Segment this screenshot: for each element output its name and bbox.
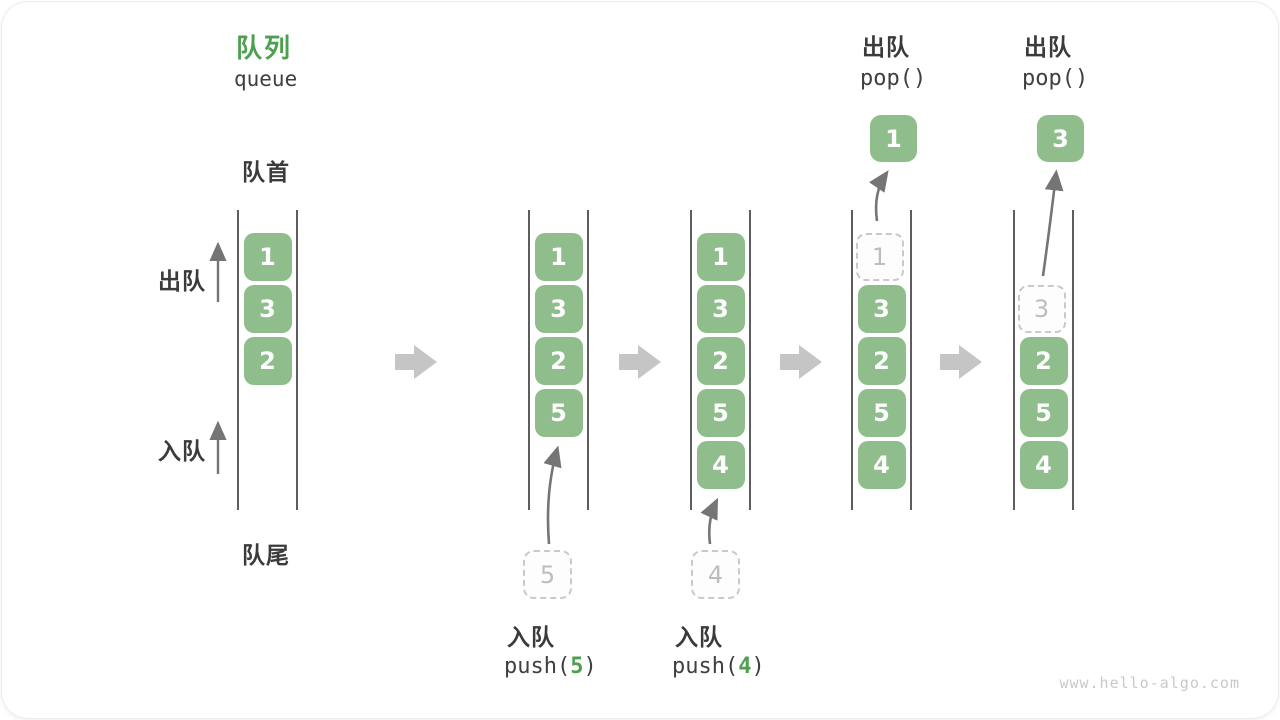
column-rail: [1072, 210, 1074, 510]
push1-arg: 5: [570, 654, 584, 679]
queue-cell: 3: [243, 285, 292, 333]
column-rail: [296, 210, 298, 510]
column-rail: [587, 210, 589, 510]
column-rail: [749, 210, 751, 510]
column-rail: [690, 210, 692, 510]
push2-ghost-box: 4: [691, 550, 740, 599]
push1-label-zh: 入队: [507, 624, 555, 650]
pop2-label-code: pop(): [1022, 66, 1089, 91]
pop2-value-box: 3: [1037, 115, 1084, 162]
column-rail: [237, 210, 239, 510]
queue-cell: 2: [696, 337, 745, 385]
queue-cell: 5: [857, 389, 906, 437]
queue-cell: 5: [696, 389, 745, 437]
label-queue-front: 队首: [242, 159, 290, 185]
queue-cell-ghost: 3: [1017, 285, 1066, 333]
column-rail: [910, 210, 912, 510]
title-zh: 队列: [236, 33, 293, 63]
push1-ghost-box: 5: [523, 550, 572, 599]
queue-cell: 2: [857, 337, 906, 385]
pop1-label-code: pop(): [860, 66, 927, 91]
queue-cell: 3: [534, 285, 583, 333]
queue-cell: 5: [534, 389, 583, 437]
push2-label-zh: 入队: [675, 624, 723, 650]
title-en: queue: [234, 67, 298, 91]
column-rail: [528, 210, 530, 510]
queue-cell: 5: [1019, 389, 1068, 437]
pop1-label-zh: 出队: [862, 34, 910, 60]
label-dequeue-side: 出队: [158, 268, 206, 294]
pop1-value-box: 1: [870, 115, 917, 162]
push1-label-code: push(5): [504, 654, 597, 679]
queue-cell: 4: [696, 441, 745, 489]
queue-cell: 2: [534, 337, 583, 385]
pop2-label-zh: 出队: [1024, 34, 1072, 60]
push2-label-code: push(4): [672, 654, 765, 679]
queue-cell: 2: [1019, 337, 1068, 385]
queue-cell: 1: [696, 233, 745, 281]
queue-cell: 1: [243, 233, 292, 281]
column-rail: [1013, 210, 1015, 510]
push2-arg: 4: [738, 654, 752, 679]
label-queue-rear: 队尾: [242, 542, 290, 568]
queue-cell: 3: [857, 285, 906, 333]
queue-cell: 4: [1019, 441, 1068, 489]
column-rail: [851, 210, 853, 510]
queue-cell: 4: [857, 441, 906, 489]
queue-cell: 1: [534, 233, 583, 281]
queue-cell: 2: [243, 337, 292, 385]
queue-cell: 3: [696, 285, 745, 333]
label-enqueue-side: 入队: [158, 438, 206, 464]
watermark: www.hello-algo.com: [1059, 674, 1240, 692]
queue-cell-ghost: 1: [855, 233, 904, 281]
